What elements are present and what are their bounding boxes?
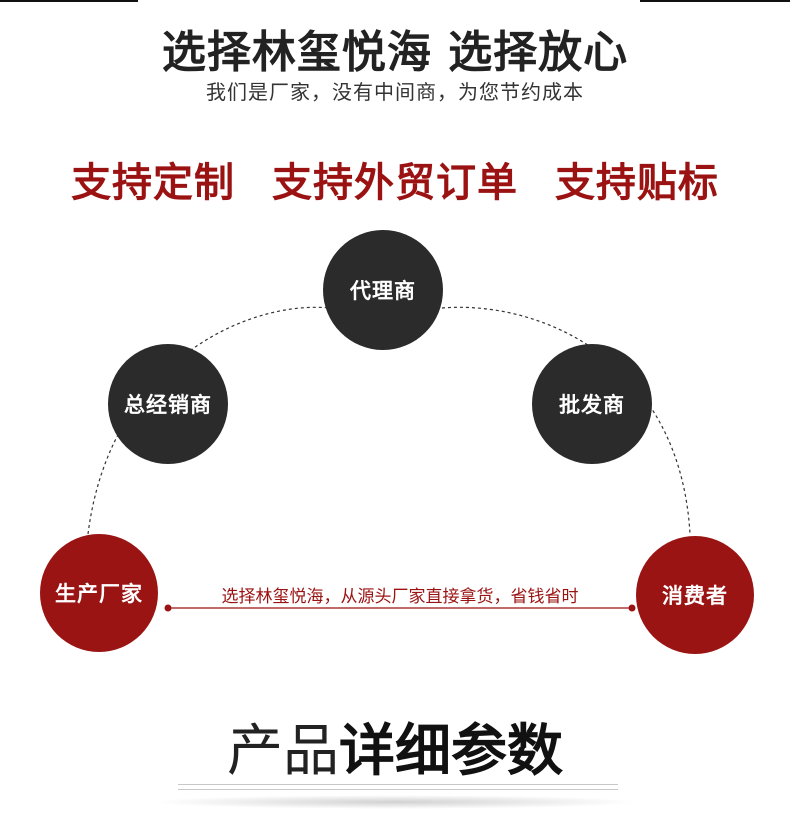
direct-line-end-dot [628, 604, 636, 612]
node-general-distributor: 总经销商 [108, 344, 228, 464]
node-general-distributor-label: 总经销商 [124, 393, 212, 417]
page-title: 选择林玺悦海 选择放心 [161, 27, 629, 78]
node-consumer-label: 消费者 [662, 584, 728, 608]
feature-list: 支持定制 支持外贸订单 支持贴标 [0, 150, 790, 208]
node-manufacturer-label: 生产厂家 [55, 582, 143, 606]
top-right-divider [640, 0, 790, 2]
params-shadow [150, 795, 640, 809]
feature-labeling: 支持贴标 [554, 160, 719, 206]
params-rule-top [178, 784, 618, 785]
node-agent-label: 代理商 [350, 279, 416, 303]
direct-supply-note: 选择林玺悦海，从源头厂家直接拿货，省钱省时 [221, 587, 579, 607]
node-consumer: 消费者 [636, 536, 754, 654]
feature-export-orders: 支持外贸订单 [272, 160, 518, 206]
params-rule-bottom [178, 789, 618, 790]
node-wholesaler-label: 批发商 [559, 393, 625, 417]
page-subtitle: 我们是厂家，没有中间商，为您节约成本 [206, 80, 584, 104]
top-left-divider [0, 0, 138, 2]
direct-line-start-dot [164, 604, 172, 612]
params-title-light: 产品 [227, 719, 339, 784]
feature-custom: 支持定制 [71, 160, 236, 206]
params-section-title: 产品详细参数 [0, 706, 790, 787]
node-wholesaler: 批发商 [532, 344, 652, 464]
node-manufacturer: 生产厂家 [40, 534, 158, 652]
params-title-bold: 详细参数 [339, 719, 563, 784]
node-agent: 代理商 [323, 230, 443, 350]
